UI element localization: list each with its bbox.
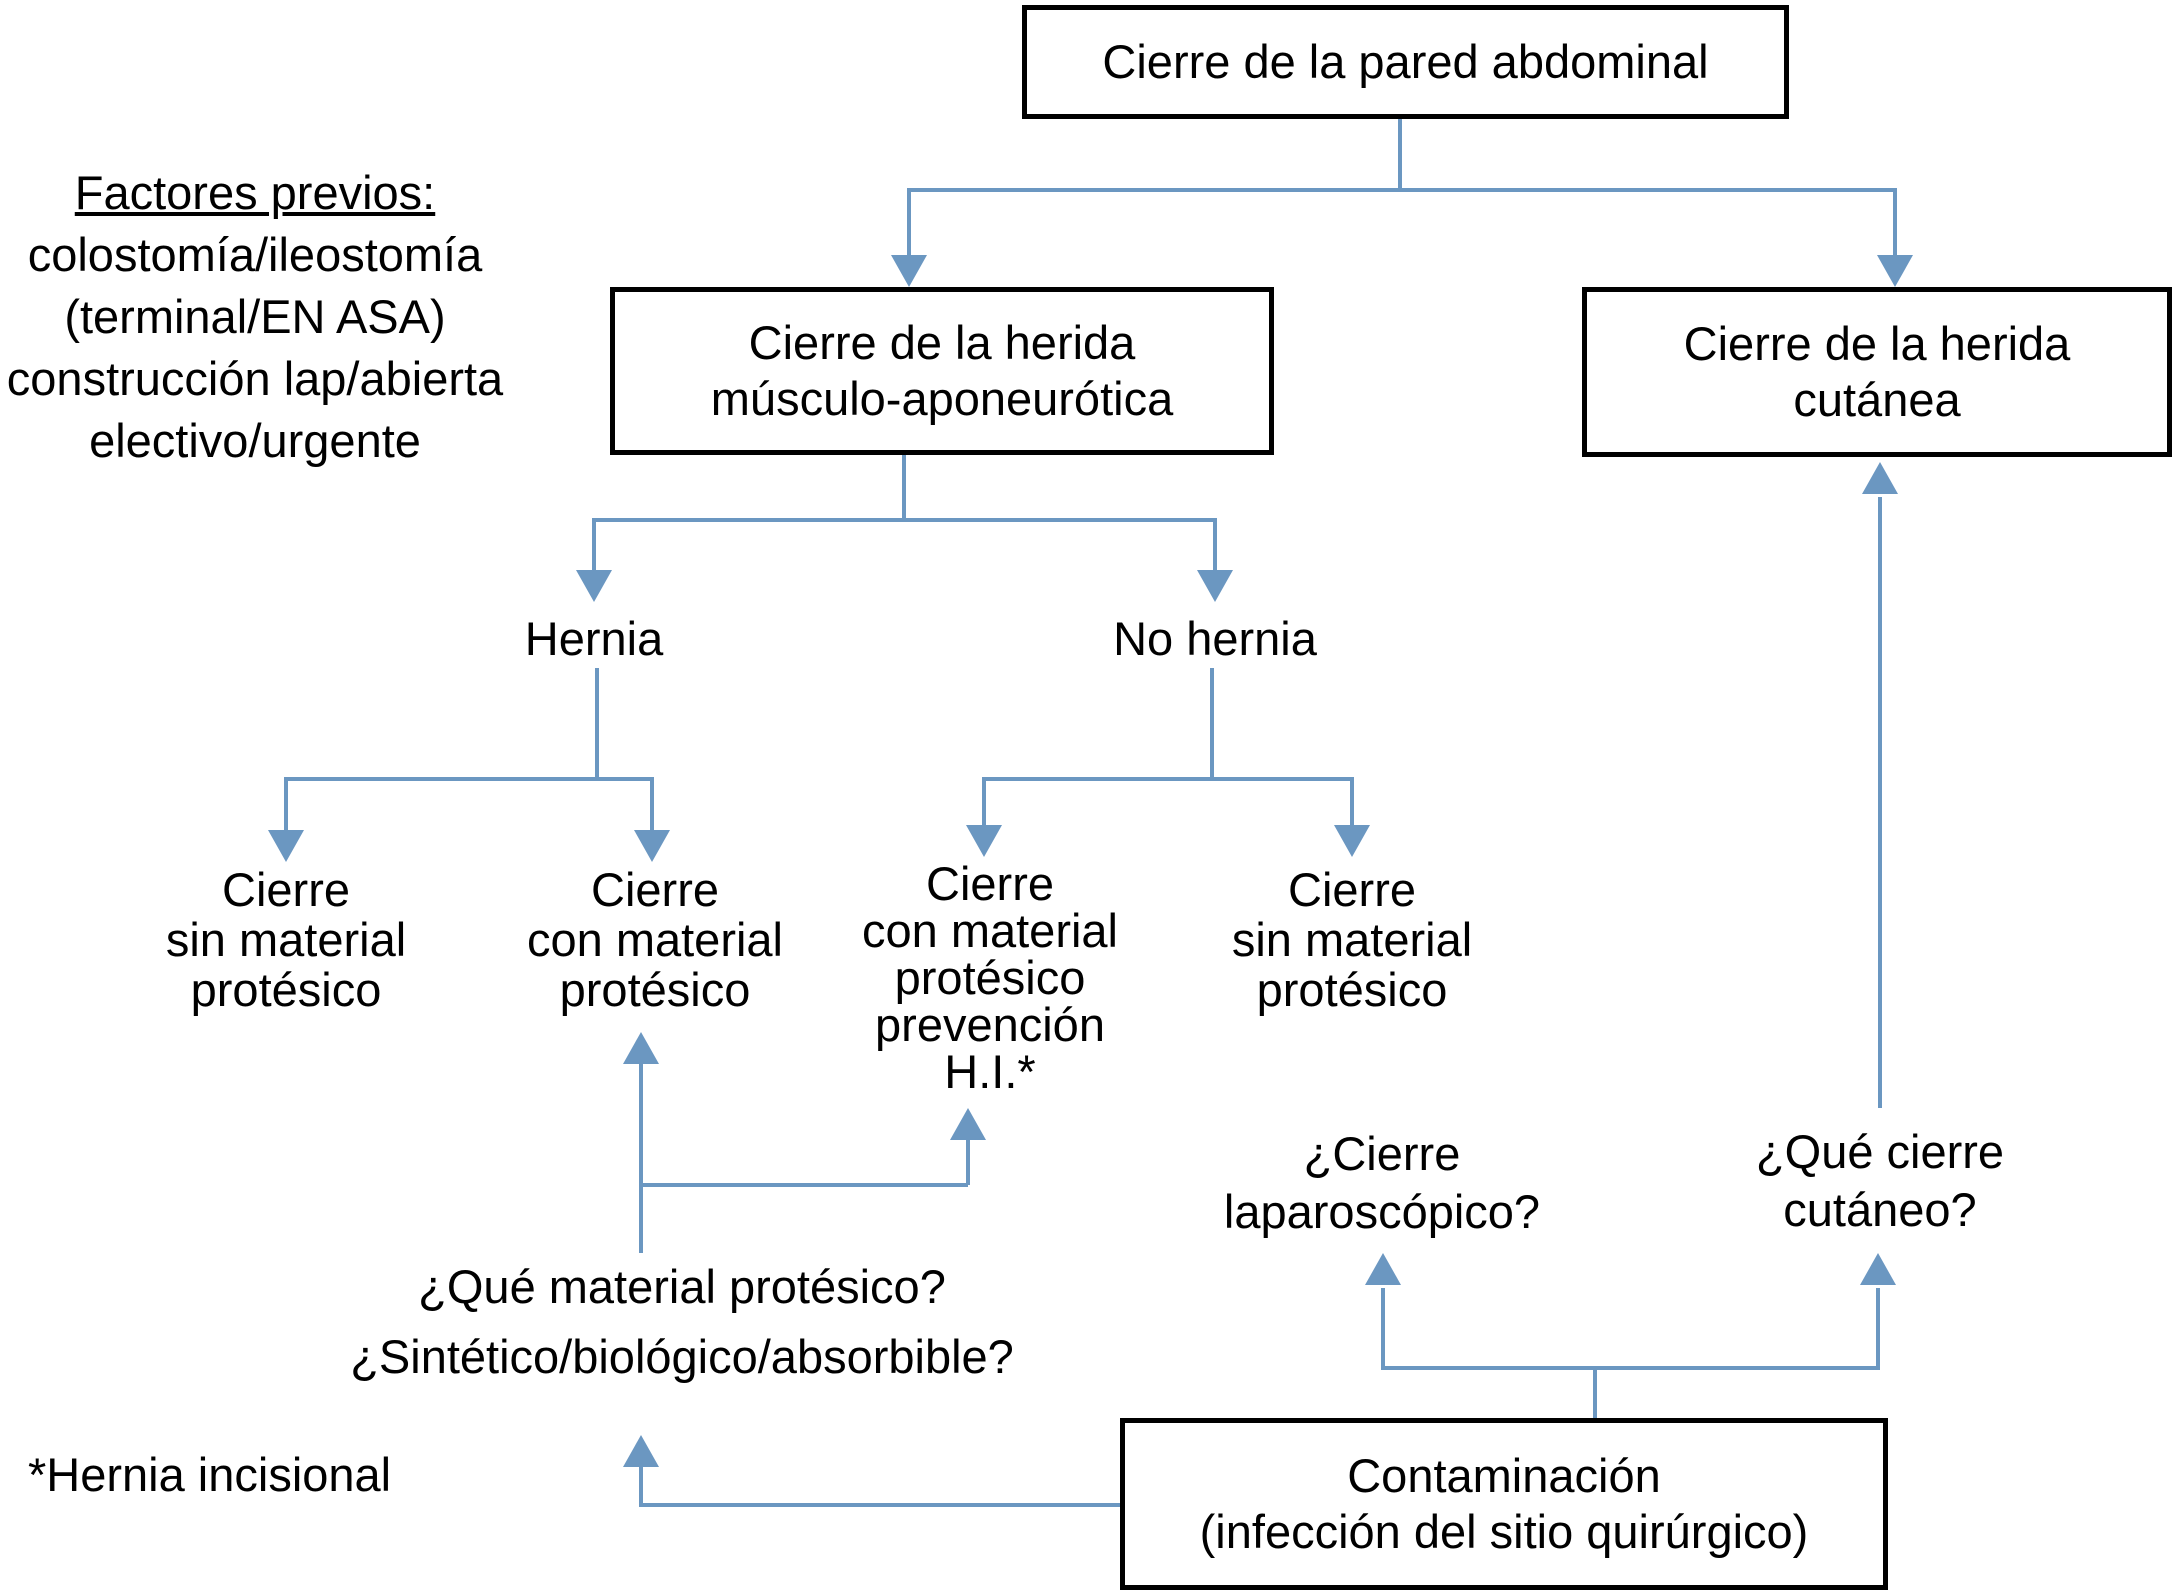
node-label-line: Cierre de la herida [1683,317,2071,370]
label-cierre-con-material-hernia: Cierre con material protésico [527,865,783,1015]
label-line: protésico [894,951,1086,1004]
node-label-line: músculo-aponeurótica [710,372,1174,425]
label-cierre-sin-material-nohernia: Cierre sin material protésico [1232,865,1472,1015]
question-cierre-laparoscopico: ¿Cierre laparoscópico? [1224,1125,1540,1241]
node-cierre-herida-cutanea: Cierre de la herida cutánea [1582,287,2172,457]
node-cierre-pared-abdominal: Cierre de la pared abdominal [1022,5,1789,119]
label-line: Cierre [926,857,1054,910]
side-note-line: construcción lap/abierta [6,352,504,405]
label-line: prevención [875,998,1105,1051]
node-label-line: cutánea [1793,373,1961,426]
label-line: Cierre [222,863,350,916]
label-cierre-sin-material-hernia: Cierre sin material protésico [166,865,406,1015]
label-line: con material [862,904,1118,957]
label-cierre-con-material-prevencion-hi: Cierre con material protésico prevención… [862,860,1118,1095]
question-line: laparoscópico? [1223,1185,1541,1238]
question-line: ¿Qué cierre [1755,1125,2005,1178]
question-line: ¿Qué material protésico? [418,1260,946,1313]
side-note-line: colostomía/ileostomía [27,228,483,281]
footnote-hernia-incisional: *Hernia incisional [28,1448,392,1501]
node-label-line: Cierre de la herida [748,316,1136,369]
label-line: sin material [165,913,407,966]
label-line: Cierre [591,863,719,916]
node-contaminacion: Contaminación (infección del sitio quirú… [1120,1418,1888,1590]
node-label-line: (infección del sitio quirúrgico) [1199,1505,1809,1558]
label-no-hernia: No hernia [1113,612,1317,665]
question-line: cutáneo? [1783,1183,1977,1236]
label-line: H.I.* [944,1045,1036,1098]
label-line: protésico [1256,963,1448,1016]
question-line: ¿Cierre [1303,1127,1461,1180]
label-line: sin material [1231,913,1473,966]
question-que-cierre-cutaneo: ¿Qué cierre cutáneo? [1756,1123,2004,1239]
question-material-protesico: ¿Qué material protésico? ¿Sintético/biol… [350,1252,1014,1392]
question-line: ¿Sintético/biológico/absorbible? [350,1330,1014,1383]
label-line: con material [527,913,783,966]
label-line: Cierre [1288,863,1416,916]
side-note-line: (terminal/EN ASA) [64,290,446,343]
label-line: protésico [190,963,382,1016]
label-hernia: Hernia [524,612,664,665]
node-label-line: Contaminación [1347,1449,1661,1502]
label-line: protésico [559,963,751,1016]
side-note-line: electivo/urgente [89,414,421,467]
side-note-factores-previos: Factores previos: colostomía/ileostomía … [7,162,503,472]
node-cierre-herida-musculo-aponeurotica: Cierre de la herida músculo-aponeurótica [610,287,1274,455]
node-label: Cierre de la pared abdominal [1102,35,1709,88]
side-note-title: Factores previos: [74,166,436,219]
